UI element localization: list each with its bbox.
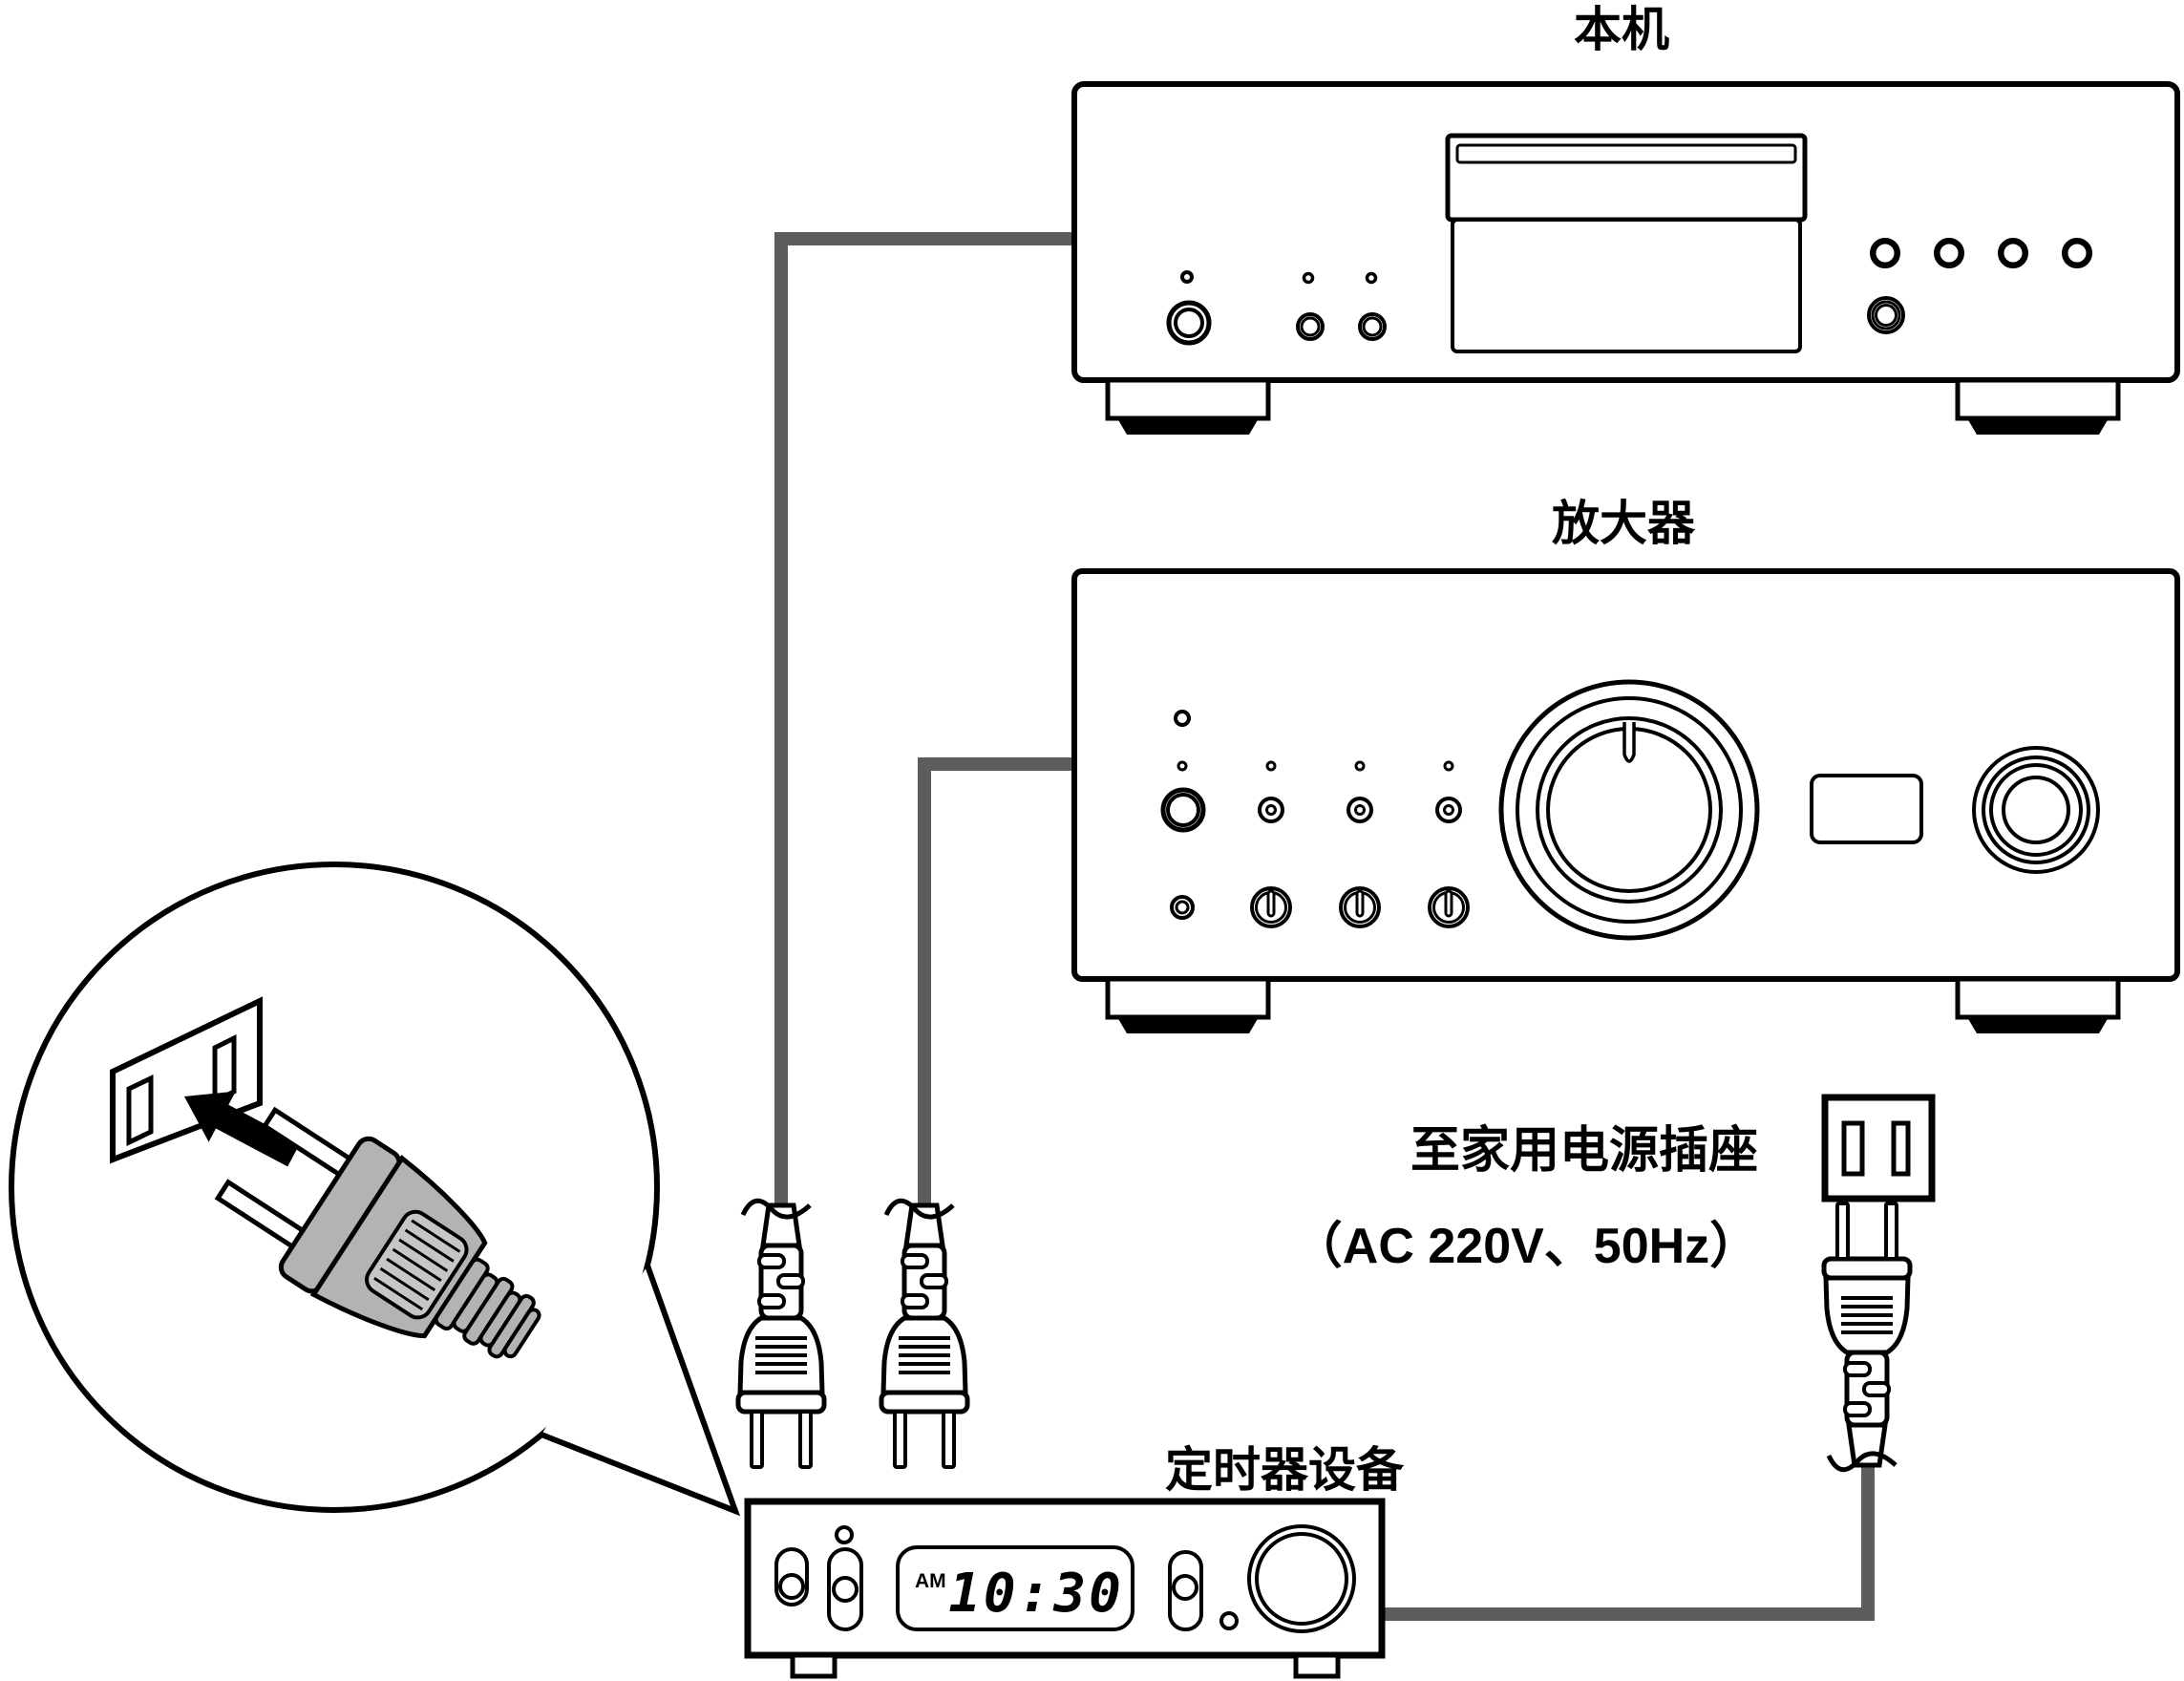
amp-tone-knob-2	[1339, 886, 1381, 928]
timer-led-1	[835, 1525, 854, 1544]
timer-device: AM 10:30	[744, 1498, 1386, 1679]
amplifier-unit	[1071, 568, 2180, 1033]
cd-led-2	[1365, 271, 1378, 285]
clock-meridiem: AM	[915, 1570, 946, 1592]
amp-standby-led	[1174, 710, 1191, 727]
cd-player-power-cable	[774, 232, 1079, 1213]
amp-button-3	[1435, 797, 1462, 823]
amp-button-1	[1258, 797, 1284, 823]
display-window	[1451, 218, 1802, 353]
timer-switch-1	[774, 1547, 809, 1607]
clock-time: 10:30	[948, 1563, 1124, 1625]
label-outlet-line2: （AC 220V、50Hz）	[1293, 1219, 1759, 1274]
cd-transport-buttons	[1870, 238, 2092, 268]
amplifier-power-cable	[918, 757, 1079, 1213]
label-amplifier: 放大器	[1552, 497, 1696, 550]
timer-clock-display: AM 10:30	[896, 1545, 1134, 1631]
amplifier-foot-right	[1955, 976, 2121, 1033]
timer-switch-2	[827, 1547, 863, 1631]
cd-player-foot-right	[1955, 377, 2121, 435]
amp-button-2	[1346, 797, 1373, 823]
plug-closeup-balloon	[9, 862, 741, 1517]
closeup-plug-cord-relief	[434, 1257, 541, 1359]
cd-eject-button	[1867, 296, 1905, 334]
amp-phones-jack	[1170, 895, 1195, 920]
amp-power-button	[1160, 787, 1206, 833]
amp-led-2	[1265, 760, 1277, 772]
cd-player-unit	[1071, 81, 2180, 435]
amp-led-3	[1354, 760, 1366, 772]
disc-tray	[1445, 133, 1808, 353]
amp-tone-knob-1	[1250, 886, 1292, 928]
amp-input-knob	[1972, 746, 2100, 874]
cd-power-button	[1166, 300, 1212, 346]
timer-knob	[1247, 1524, 1356, 1633]
balloon-tail	[540, 1264, 741, 1517]
closeup-outlet	[110, 996, 263, 1164]
cd-led-1	[1302, 271, 1315, 285]
cd-small-button-2	[1358, 312, 1387, 341]
closeup-plug-grip	[365, 1209, 469, 1320]
timer-switch-3	[1168, 1550, 1203, 1631]
timer-foot-left	[790, 1652, 838, 1679]
closeup-plug	[214, 1106, 541, 1359]
amp-display	[1810, 774, 1923, 844]
volume-pointer	[1622, 722, 1636, 763]
cd-player-foot-left	[1105, 377, 1271, 435]
amp-volume-knob	[1498, 679, 1760, 941]
label-outlet-line1: 至家用电源插座	[1410, 1123, 1758, 1179]
amp-tone-knob-3	[1428, 886, 1470, 928]
timer-power-cable	[1382, 1459, 1875, 1621]
power-cables	[774, 232, 1875, 1621]
amp-led-1	[1177, 760, 1188, 772]
timer-led-2	[1219, 1611, 1239, 1630]
label-unit: 本机	[1574, 3, 1669, 56]
amplifier-foot-left	[1105, 976, 1271, 1033]
insert-arrow	[184, 1091, 301, 1167]
power-led	[1180, 270, 1194, 284]
amp-led-4	[1443, 760, 1454, 772]
wall-outlet-icon	[1821, 1094, 1936, 1202]
timer-foot-right	[1293, 1652, 1341, 1679]
label-timer-device: 定时器设备	[1165, 1443, 1405, 1497]
cd-small-button-1	[1296, 312, 1325, 341]
